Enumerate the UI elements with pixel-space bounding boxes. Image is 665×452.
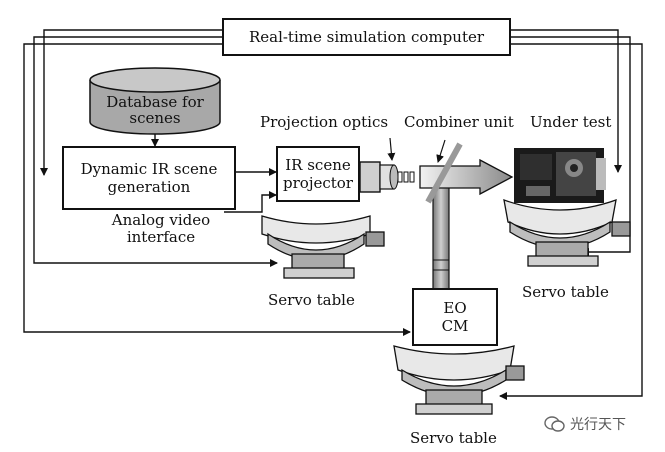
unit-under-test-icon [514,148,606,203]
servo-table-1-label: Servo table [268,291,355,309]
scene-generation-label: Dynamic IR scene generation [80,160,218,196]
realtime-computer-label: Real-time simulation computer [248,28,485,46]
servo-table-1-icon [261,215,385,279]
eocm-box: EO CM [412,288,498,346]
servo-table-3-label: Servo table [410,429,497,447]
wechat-icon [544,416,565,432]
servo-table-2-icon [503,199,631,267]
watermark: 光行天下 [544,414,626,434]
ir-scene-projector-box: IR scene projector [276,146,360,202]
realtime-computer-box: Real-time simulation computer [222,18,511,56]
projection-lens-icon [359,137,415,193]
scene-generation-box: Dynamic IR scene generation [62,146,236,210]
servo-table-2-label: Servo table [522,283,609,301]
analog-video-label: Analog video interface [111,211,211,246]
projection-optics-label: Projection optics [260,113,389,131]
combiner-beam [419,139,514,291]
servo-table-3-icon [393,345,525,415]
combiner-unit-label: Combiner unit [404,113,514,131]
eocm-label: EO CM [441,299,469,335]
watermark-text: 光行天下 [570,417,626,433]
ir-scene-projector-label: IR scene projector [283,156,353,192]
signal-wires [23,29,643,400]
database-label: Database for scenes [106,93,204,127]
database-cylinder-icon [89,67,221,135]
under-test-label: Under test [530,113,612,131]
